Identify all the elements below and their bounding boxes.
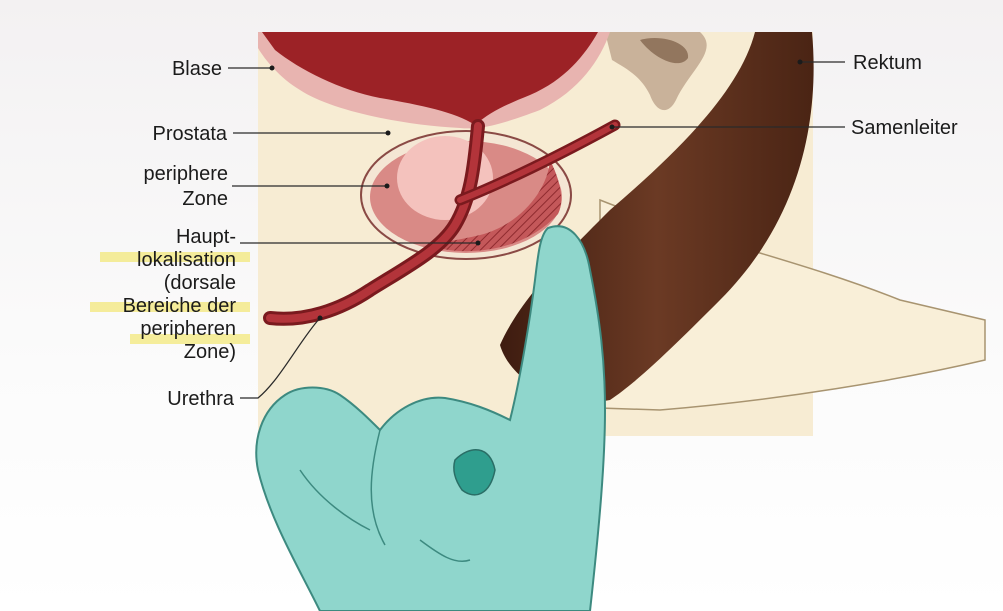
leader-dot	[386, 131, 391, 136]
label-periphere-line2: Zone	[182, 188, 228, 210]
label-haupt-line3: (dorsale	[164, 272, 236, 294]
label-haupt-line4: Bereiche der	[123, 295, 237, 317]
label-blase: Blase	[172, 58, 222, 80]
leader-dot	[610, 125, 615, 130]
label-haupt-line1: Haupt-	[176, 226, 236, 248]
label-samenleiter: Samenleiter	[851, 117, 958, 139]
leader-dot	[270, 66, 275, 71]
leader-dot	[798, 60, 803, 65]
leader-dot	[385, 184, 390, 189]
label-rektum: Rektum	[853, 52, 922, 74]
leader-dot	[476, 241, 481, 246]
label-periphere-line1: periphere	[143, 163, 228, 185]
label-prostata: Prostata	[153, 123, 228, 145]
label-haupt-line6: Zone)	[184, 341, 236, 363]
label-urethra: Urethra	[167, 388, 235, 410]
leader-dot	[318, 316, 323, 321]
label-haupt-line2: lokalisation	[137, 249, 236, 271]
label-haupt-line5: peripheren	[140, 318, 236, 340]
